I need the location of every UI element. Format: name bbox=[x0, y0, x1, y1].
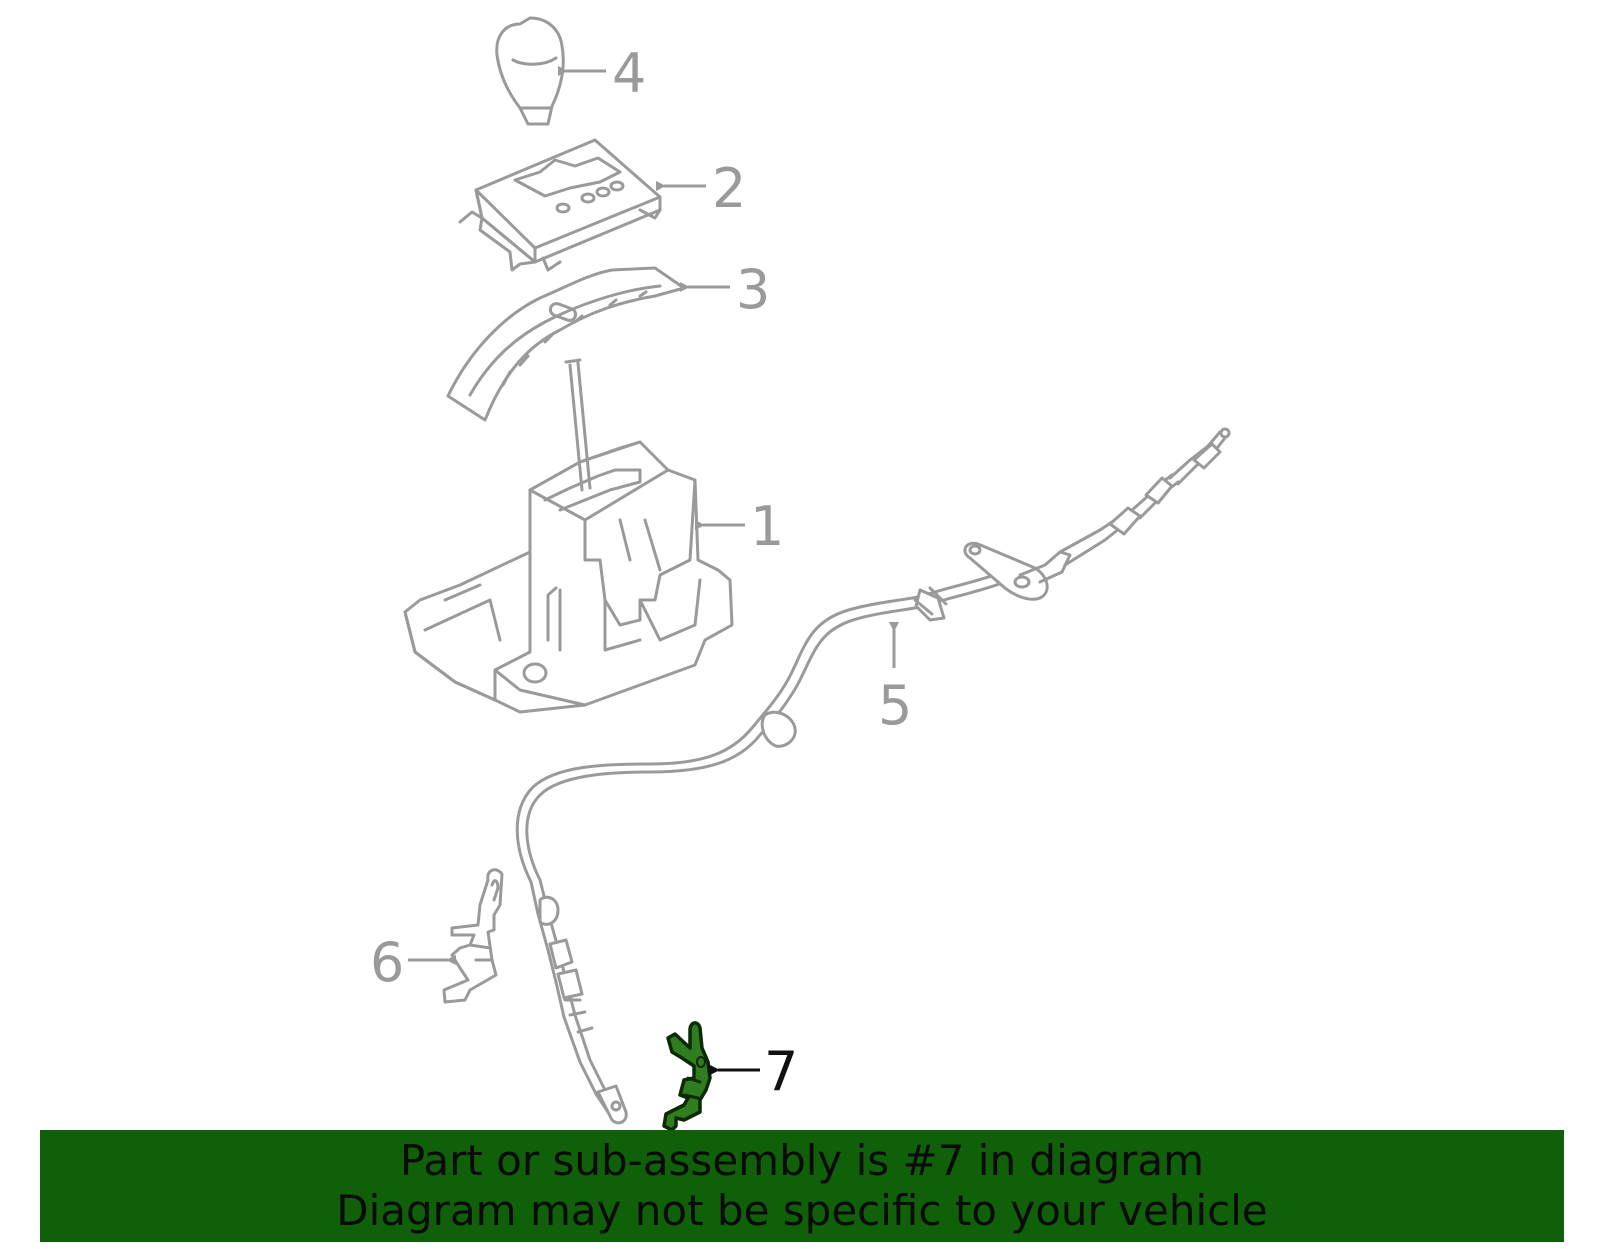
part-2-indicator-bezel bbox=[458, 138, 662, 272]
part-3-console-trim bbox=[446, 266, 686, 422]
part-4-shift-knob bbox=[495, 16, 565, 126]
callout-6: 6 bbox=[370, 931, 404, 994]
part-7-bracket-highlighted bbox=[662, 1021, 712, 1132]
callout-numbers: 4 2 3 1 5 6 7 bbox=[370, 42, 912, 1103]
callout-5: 5 bbox=[878, 674, 912, 737]
callout-7: 7 bbox=[764, 1040, 798, 1103]
part-6-bracket bbox=[442, 868, 504, 1004]
callout-leaders bbox=[408, 66, 899, 1076]
callout-2: 2 bbox=[712, 157, 746, 220]
info-banner: Part or sub-assembly is #7 in diagram Di… bbox=[40, 1130, 1564, 1242]
banner-line-1: Part or sub-assembly is #7 in diagram bbox=[399, 1136, 1205, 1185]
banner-line-2: Diagram may not be specific to your vehi… bbox=[336, 1186, 1268, 1235]
part-5-shift-cable bbox=[515, 427, 1231, 1125]
callout-4: 4 bbox=[612, 42, 646, 105]
callout-3: 3 bbox=[736, 258, 770, 321]
callout-1: 1 bbox=[750, 495, 784, 558]
part-1-shifter-assembly bbox=[403, 358, 734, 714]
